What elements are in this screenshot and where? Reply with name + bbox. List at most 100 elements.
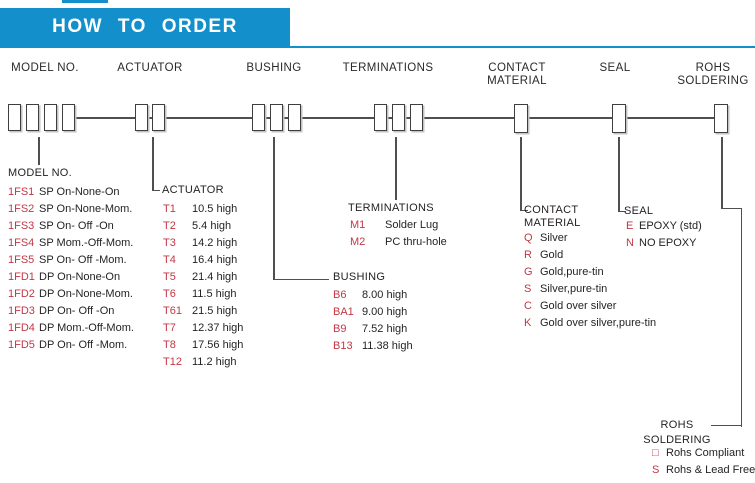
- list-item: E EPOXY (std): [626, 220, 702, 237]
- list-item-desc: Gold: [540, 249, 564, 261]
- list-item-desc: EPOXY (std): [639, 220, 702, 232]
- list-item-code: T3: [163, 237, 176, 249]
- rohs-jog-line: [721, 207, 742, 209]
- model-box-4: [62, 104, 75, 131]
- column-header-seal: SEAL: [599, 62, 631, 74]
- seal-elbow-line: [618, 210, 626, 212]
- list-item: 1FD5 DP On- Off -Mom.: [8, 339, 134, 356]
- list-item: R Gold: [524, 249, 656, 266]
- list-item-desc: 8.00 high: [362, 289, 408, 301]
- rohs-drop-line-lower: [740, 207, 742, 427]
- model-drop-line: [38, 137, 40, 165]
- list-item: T12 11.2 high: [163, 356, 243, 373]
- list-item-desc: 16.4 high: [192, 254, 238, 266]
- list-item: T2 5.4 high: [163, 220, 243, 237]
- list-item: T6 11.5 high: [163, 288, 243, 305]
- list-item-code: B6: [333, 289, 347, 301]
- list-item: 1FD4 DP Mom.-Off-Mom.: [8, 322, 134, 339]
- list-item-code: T2: [163, 220, 176, 232]
- list-item-desc: Silver,pure-tin: [540, 283, 608, 295]
- rohs-section-title-line2: SOLDERING: [643, 434, 711, 446]
- list-item-desc: 12.37 high: [192, 322, 244, 334]
- list-item: T4 16.4 high: [163, 254, 243, 271]
- list-item: T3 14.2 high: [163, 237, 243, 254]
- column-header-actuator: ACTUATOR: [117, 62, 183, 74]
- column-header-rohs: ROHS SOLDERING: [663, 62, 755, 88]
- contact-drop-line: [520, 137, 522, 211]
- seal-box: [612, 104, 626, 133]
- list-item-code: B9: [333, 323, 347, 335]
- list-item: G Gold,pure-tin: [524, 266, 656, 283]
- list-item: K Gold over silver,pure-tin: [524, 317, 656, 334]
- terminations-box-1: [374, 104, 387, 131]
- model-box-1: [8, 104, 21, 131]
- column-header-contact-material: CONTACT MATERIAL: [467, 62, 567, 88]
- list-item: 1FS2 SP On-None-Mom.: [8, 203, 134, 220]
- contact-list: Q Silver R Gold G Gold,pure-tin S Silver…: [524, 232, 656, 334]
- actuator-box-1: [135, 104, 148, 131]
- list-item: 1FS1 SP On-None-On: [8, 186, 134, 203]
- terminations-list: M1 Solder Lug M2 PC thru-hole: [350, 219, 447, 253]
- model-box-3: [44, 104, 57, 131]
- list-item: T61 21.5 high: [163, 305, 243, 322]
- list-item-code: □: [652, 447, 659, 459]
- list-item-desc: 11.2 high: [192, 356, 237, 368]
- list-item-desc: DP Mom.-Off-Mom.: [39, 322, 134, 334]
- rohs-box: [714, 104, 728, 133]
- list-item-code: T61: [163, 305, 182, 317]
- rohs-section-title-line1: ROHS: [660, 419, 694, 431]
- bushing-drop-line: [273, 137, 275, 280]
- bushing-elbow-line: [273, 278, 329, 280]
- terminations-box-2: [392, 104, 405, 131]
- list-item-desc: 17.56 high: [192, 339, 244, 351]
- seal-section-title: SEAL: [624, 205, 654, 217]
- page-title: HOW TO ORDER: [52, 16, 238, 37]
- rohs-drop-line-upper: [721, 137, 723, 209]
- model-list: 1FS1 SP On-None-On 1FS2 SP On-None-Mom. …: [8, 186, 134, 356]
- list-item: S Rohs & Lead Free: [652, 464, 755, 481]
- list-item-desc: Rohs & Lead Free: [666, 464, 755, 476]
- column-header-terminations: TERMINATIONS: [342, 62, 434, 74]
- list-item-desc: 21.4 high: [192, 271, 238, 283]
- list-item: B6 8.00 high: [333, 289, 413, 306]
- list-item-code: T8: [163, 339, 176, 351]
- list-item: S Silver,pure-tin: [524, 283, 656, 300]
- list-item-desc: PC thru-hole: [385, 236, 447, 248]
- list-item-code: T12: [163, 356, 182, 368]
- list-item-desc: Gold over silver: [540, 300, 617, 312]
- contact-elbow-line: [520, 209, 528, 211]
- terminations-section-title: TERMINATIONS: [348, 202, 434, 214]
- list-item-code: M2: [350, 236, 366, 248]
- banner-rule: [0, 46, 755, 48]
- list-item-code: T6: [163, 288, 176, 300]
- list-item-desc: 21.5 high: [192, 305, 238, 317]
- list-item-code: R: [524, 249, 532, 261]
- list-item: □ Rohs Compliant: [652, 447, 755, 464]
- actuator-drop-line: [152, 137, 154, 191]
- list-item: C Gold over silver: [524, 300, 656, 317]
- list-item-desc: SP On-None-On: [39, 186, 120, 198]
- list-item-code: K: [524, 317, 532, 329]
- seal-list: E EPOXY (std) N NO EPOXY: [626, 220, 702, 254]
- list-item-code: S: [652, 464, 660, 476]
- list-item-desc: Solder Lug: [385, 219, 439, 231]
- list-item-desc: 11.38 high: [362, 340, 413, 352]
- model-section-title: MODEL NO.: [8, 167, 73, 179]
- list-item-desc: NO EPOXY: [639, 237, 697, 249]
- list-item-desc: SP On- Off -On: [39, 220, 114, 232]
- list-item: B13 11.38 high: [333, 340, 413, 357]
- actuator-section-title: ACTUATOR: [162, 184, 224, 196]
- list-item-desc: Gold,pure-tin: [540, 266, 604, 278]
- list-item-desc: SP On-None-Mom.: [39, 203, 133, 215]
- model-box-2: [26, 104, 39, 131]
- list-item: T1 10.5 high: [163, 203, 243, 220]
- actuator-elbow-line: [152, 189, 160, 191]
- list-item-desc: 11.5 high: [192, 288, 237, 300]
- list-item-code: M1: [350, 219, 366, 231]
- list-item-desc: DP On-None-On: [39, 271, 121, 283]
- list-item: B9 7.52 high: [333, 323, 413, 340]
- list-item-code: G: [524, 266, 533, 278]
- section-banner: HOW TO ORDER: [0, 8, 290, 46]
- bushing-box-1: [252, 104, 265, 131]
- rohs-list: □ Rohs Compliant S Rohs & Lead Free: [652, 447, 755, 481]
